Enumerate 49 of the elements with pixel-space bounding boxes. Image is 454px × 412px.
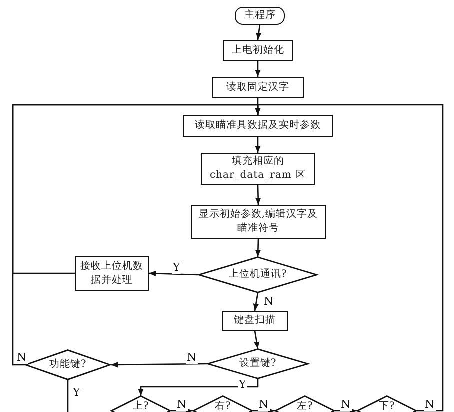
- arrow: [253, 408, 275, 412]
- edge-label: Y: [72, 387, 82, 399]
- arrow: [253, 292, 259, 312]
- step-text: 填充相应的 char_data_ram 区: [208, 155, 308, 183]
- step-text: 接收上位机数据并处理: [80, 260, 144, 288]
- arrow: [148, 270, 198, 277]
- edge-label: N: [186, 352, 198, 364]
- arrow: [255, 104, 444, 412]
- step-text: 上位机通讯?: [228, 268, 288, 282]
- step-text: 左?: [296, 400, 314, 412]
- edge-label: N: [263, 296, 275, 308]
- step-text: 上电初始化: [232, 44, 284, 58]
- edge-label: N: [258, 399, 270, 411]
- arrow: [111, 362, 207, 368]
- arrow: [255, 61, 261, 77]
- edge-label: N: [424, 399, 436, 411]
- arrow: [256, 184, 262, 206]
- arrow: [255, 238, 261, 258]
- decision-diamond: [25, 350, 111, 380]
- step-text: 读取固定汉字: [226, 80, 290, 94]
- step-text: 设置键?: [239, 357, 277, 371]
- step-text: 显示初始参数,编辑汉字及瞄准符号: [198, 208, 320, 236]
- step-text: 下?: [378, 400, 396, 412]
- step-text: 读取瞄准具数据及实时参数: [195, 119, 321, 133]
- edge-label: N: [16, 352, 28, 364]
- terminal-box: [235, 7, 285, 25]
- arrow: [171, 408, 193, 412]
- edge-label: Y: [172, 262, 182, 274]
- process-box: [183, 115, 333, 137]
- step-text: 功能键?: [49, 358, 87, 372]
- process-box: [212, 77, 304, 98]
- process-box: [191, 205, 326, 239]
- arrow: [138, 379, 259, 396]
- decision-diamond: [198, 257, 318, 293]
- arrow: [335, 408, 357, 412]
- process-box: [223, 40, 293, 61]
- process-box: [222, 311, 288, 331]
- step-text: 主程序: [244, 9, 276, 23]
- process-box: [201, 153, 315, 185]
- edge-label: Y: [238, 379, 248, 391]
- step-text: 键盘扫描: [234, 314, 276, 328]
- arrow: [254, 330, 260, 350]
- edge-label: N: [176, 399, 188, 411]
- step-text: 上?: [132, 400, 150, 412]
- arrow: [255, 137, 261, 153]
- edge-label: N: [340, 399, 352, 411]
- arrow: [256, 24, 262, 40]
- step-text: 右?: [214, 400, 232, 412]
- decision-diamond: [207, 349, 309, 379]
